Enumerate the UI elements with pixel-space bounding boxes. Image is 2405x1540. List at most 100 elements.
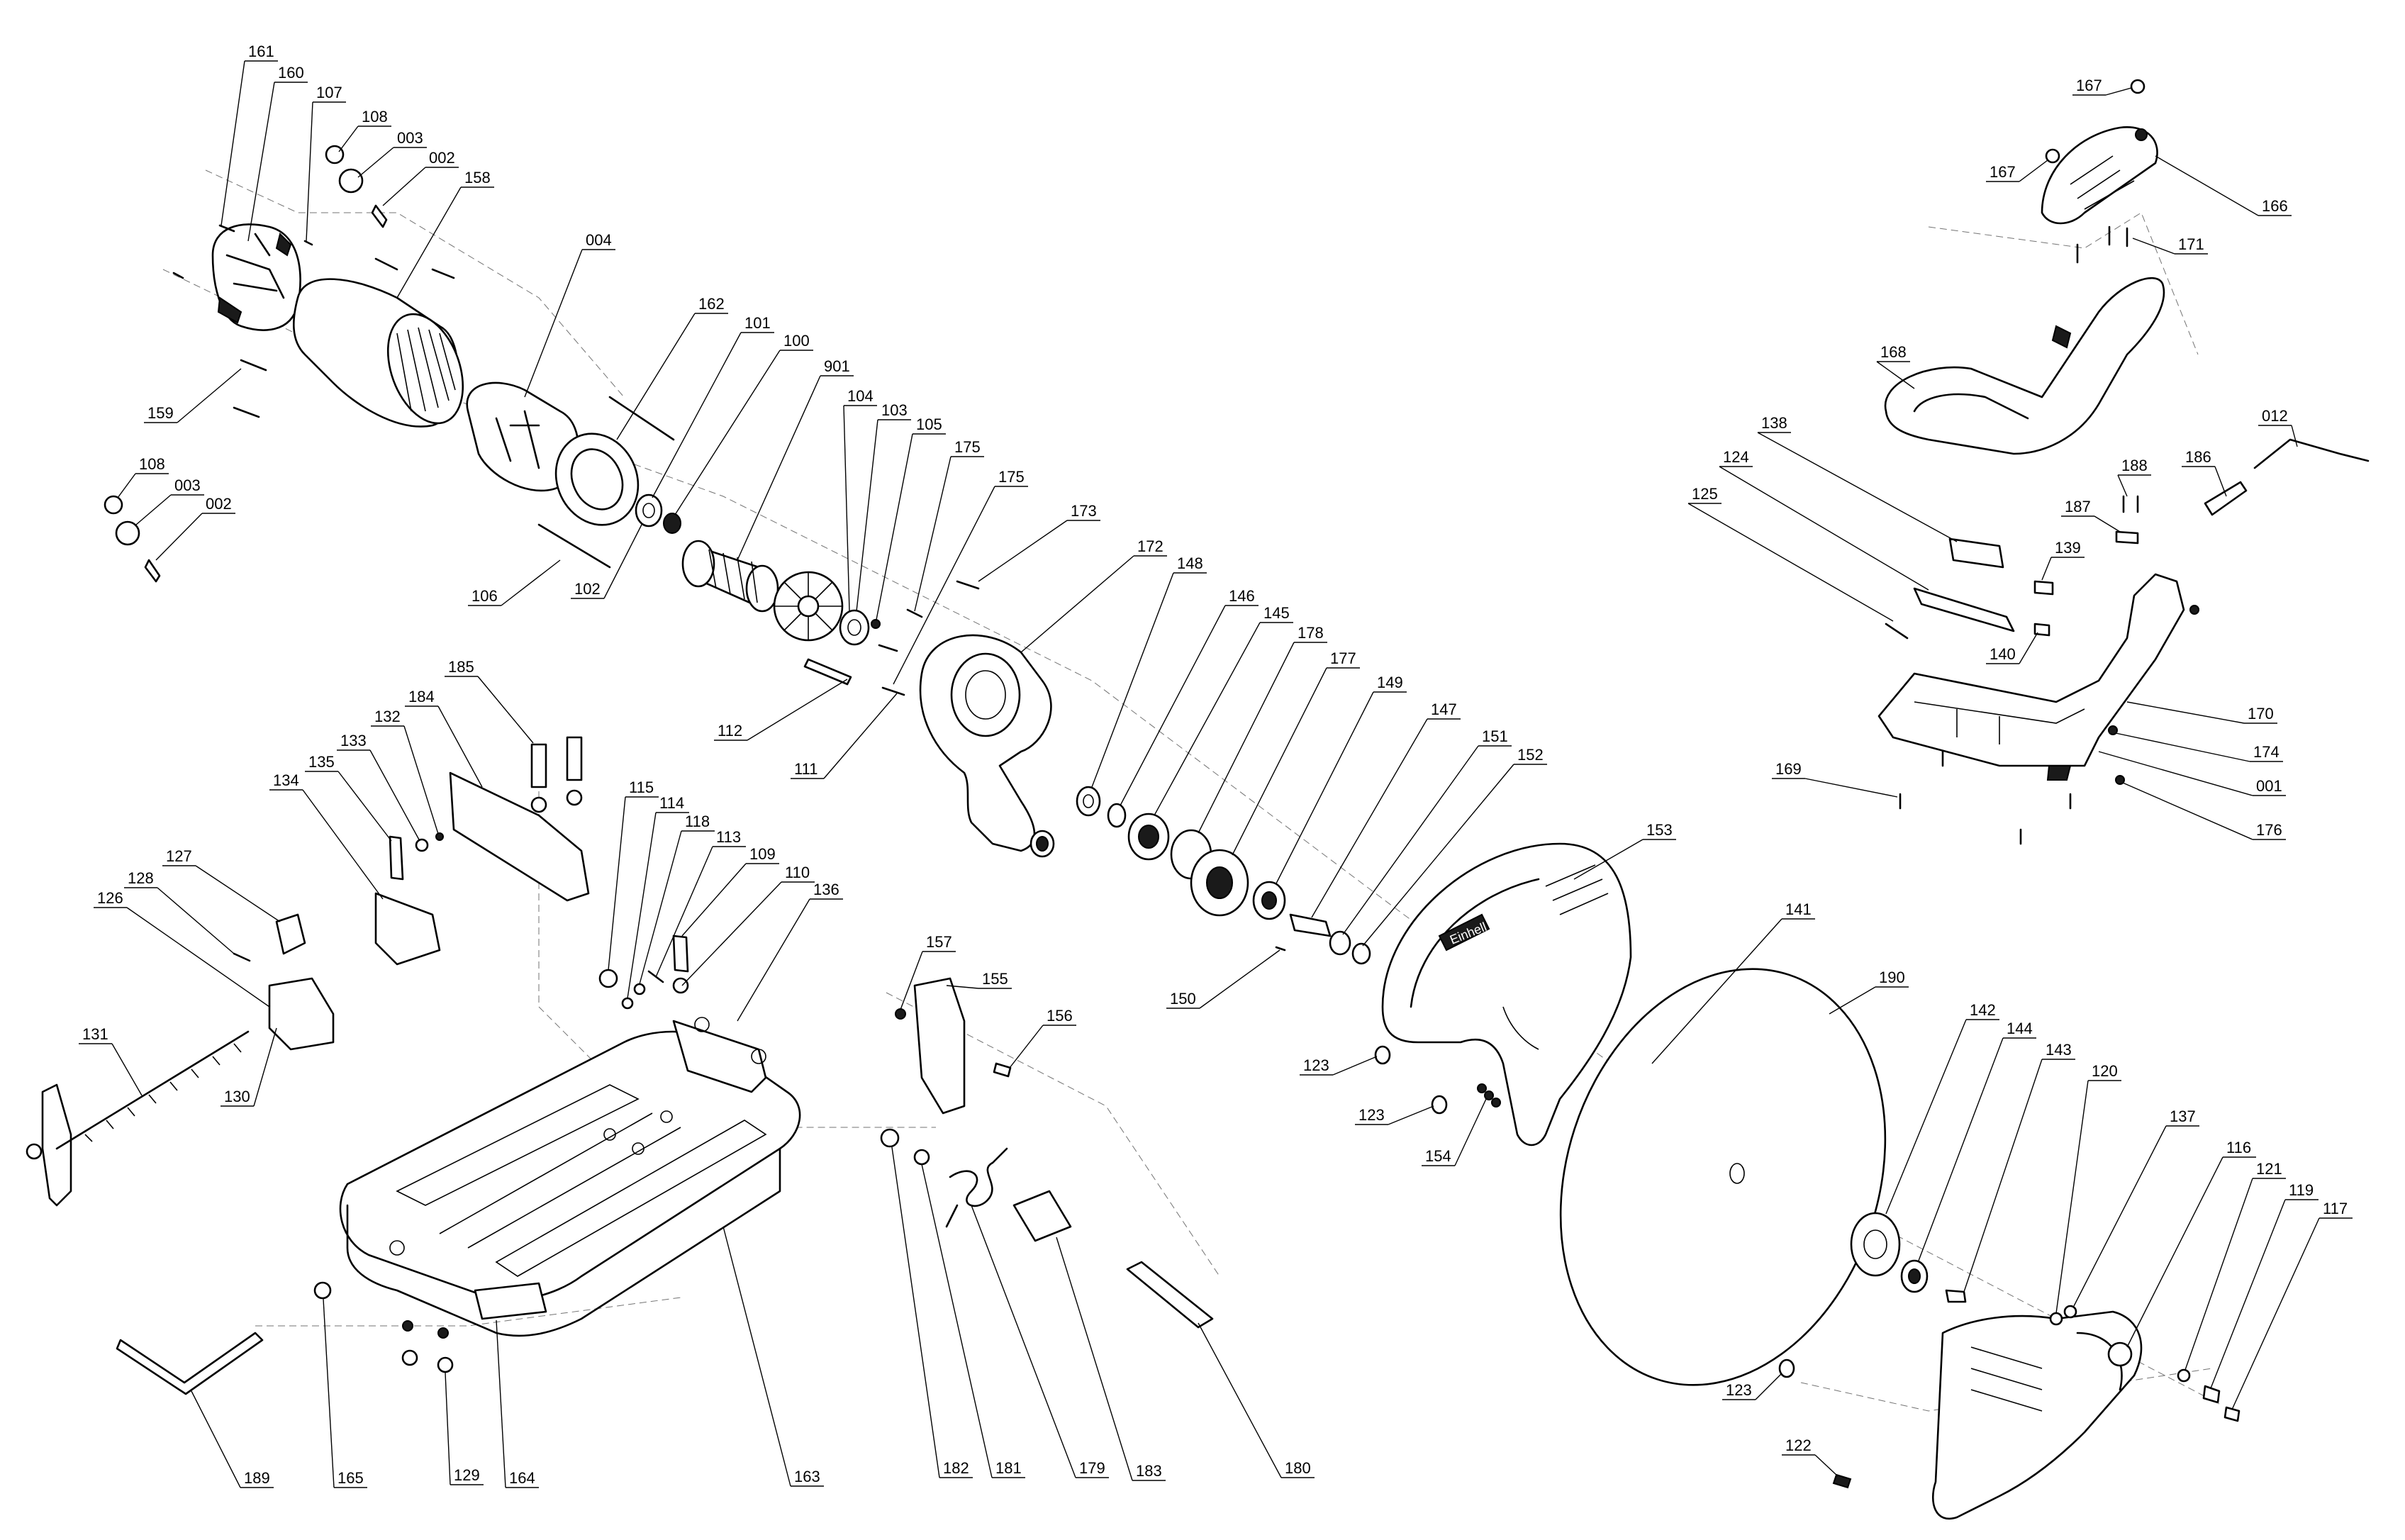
callout-167: 167 bbox=[2072, 77, 2132, 96]
svg-text:103: 103 bbox=[881, 401, 908, 419]
callout-135: 135 bbox=[305, 753, 392, 842]
callout-154: 154 bbox=[1422, 1098, 1487, 1166]
svg-text:002: 002 bbox=[429, 149, 455, 167]
callout-004: 004 bbox=[524, 231, 615, 398]
svg-text:107: 107 bbox=[316, 84, 342, 101]
blade-guard: Einhell bbox=[1381, 842, 1632, 1146]
callout-123: 123 bbox=[1300, 1056, 1378, 1076]
clip bbox=[1832, 1473, 1852, 1489]
callout-166: 166 bbox=[2155, 155, 2292, 216]
callout-153: 153 bbox=[1573, 821, 1676, 880]
svg-text:169: 169 bbox=[1775, 760, 1802, 778]
svg-text:130: 130 bbox=[224, 1088, 250, 1105]
callout-189: 189 bbox=[191, 1390, 274, 1488]
svg-text:104: 104 bbox=[847, 387, 874, 405]
callout-129: 129 bbox=[445, 1372, 484, 1485]
svg-text:118: 118 bbox=[685, 813, 710, 830]
svg-text:166: 166 bbox=[2262, 197, 2288, 215]
svg-text:144: 144 bbox=[2007, 1020, 2033, 1037]
svg-text:101: 101 bbox=[744, 314, 771, 332]
svg-text:111: 111 bbox=[794, 760, 818, 778]
callout-111: 111 bbox=[791, 693, 898, 779]
callout-116: 116 bbox=[2126, 1139, 2256, 1348]
callout-165: 165 bbox=[323, 1298, 367, 1488]
svg-text:172: 172 bbox=[1137, 537, 1164, 555]
svg-text:134: 134 bbox=[273, 771, 299, 789]
callout-169: 169 bbox=[1772, 760, 1898, 798]
callout-121: 121 bbox=[2184, 1160, 2286, 1371]
svg-text:132: 132 bbox=[374, 708, 401, 725]
svg-text:151: 151 bbox=[1482, 727, 1508, 745]
nut bbox=[435, 832, 444, 841]
vise-bracket bbox=[268, 977, 335, 1051]
callout-119: 119 bbox=[2210, 1181, 2318, 1389]
callout-155: 155 bbox=[946, 970, 1012, 989]
callout-177: 177 bbox=[1232, 649, 1360, 856]
screw bbox=[2130, 79, 2145, 94]
bearing bbox=[847, 619, 861, 636]
callout-160: 160 bbox=[247, 64, 308, 242]
svg-text:001: 001 bbox=[2256, 777, 2282, 795]
callout-123b: 123 bbox=[1355, 1105, 1434, 1125]
callout-001: 001 bbox=[2098, 751, 2286, 796]
svg-text:186: 186 bbox=[2185, 448, 2211, 466]
svg-text:189: 189 bbox=[244, 1469, 270, 1487]
callout-117: 117 bbox=[2231, 1200, 2353, 1410]
spring-bushing bbox=[1012, 1190, 1072, 1242]
power-cable bbox=[2253, 438, 2370, 469]
motor-end-cap bbox=[211, 223, 301, 331]
svg-text:176: 176 bbox=[2256, 821, 2282, 839]
switch-lever bbox=[1913, 587, 2015, 632]
svg-text:126: 126 bbox=[97, 889, 123, 907]
pin bbox=[233, 952, 251, 962]
screw bbox=[2045, 148, 2060, 164]
svg-text:004: 004 bbox=[586, 231, 612, 249]
pivot-bracket bbox=[672, 1020, 767, 1093]
callout-137: 137 bbox=[2073, 1107, 2199, 1307]
callout-106: 106 bbox=[468, 559, 561, 606]
callout-188: 188 bbox=[2117, 457, 2151, 497]
callout-150: 150 bbox=[1166, 949, 1280, 1009]
svg-text:156: 156 bbox=[1047, 1007, 1073, 1025]
callout-183: 183 bbox=[1056, 1237, 1166, 1481]
svg-text:135: 135 bbox=[308, 753, 335, 771]
switch-button bbox=[2033, 580, 2054, 596]
svg-text:173: 173 bbox=[1071, 502, 1097, 520]
screws bbox=[2122, 495, 2139, 513]
callout-185: 185 bbox=[445, 658, 534, 744]
svg-text:153: 153 bbox=[1646, 821, 1673, 839]
callout-003: 003 bbox=[357, 129, 427, 178]
callout-173: 173 bbox=[978, 502, 1100, 582]
callout-140: 140 bbox=[1986, 632, 2038, 664]
svg-text:133: 133 bbox=[340, 732, 367, 749]
svg-text:114: 114 bbox=[659, 794, 684, 812]
key bbox=[803, 658, 852, 686]
svg-text:179: 179 bbox=[1079, 1459, 1105, 1477]
callout-002: 002 bbox=[382, 149, 459, 206]
callout-176: 176 bbox=[2122, 782, 2286, 840]
callouts: 161 160 107 108 003 002 158 004 162 101 … bbox=[79, 43, 2353, 1488]
svg-text:120: 120 bbox=[2092, 1062, 2118, 1080]
handle-housing bbox=[1877, 573, 2185, 781]
callout-131: 131 bbox=[79, 1025, 143, 1096]
callout-144: 144 bbox=[1918, 1020, 2036, 1261]
svg-text:002: 002 bbox=[206, 495, 232, 513]
svg-text:159: 159 bbox=[147, 404, 174, 422]
callout-179: 179 bbox=[971, 1205, 1109, 1478]
callout-178: 178 bbox=[1198, 624, 1327, 834]
washer bbox=[913, 1149, 930, 1166]
svg-text:137: 137 bbox=[2170, 1107, 2196, 1125]
seal-ring bbox=[1107, 803, 1127, 828]
bearing bbox=[1083, 794, 1094, 808]
svg-text:146: 146 bbox=[1229, 587, 1255, 605]
callout-139: 139 bbox=[2041, 539, 2085, 581]
svg-text:180: 180 bbox=[1285, 1459, 1311, 1477]
callout-147: 147 bbox=[1311, 701, 1461, 918]
svg-text:123: 123 bbox=[1358, 1106, 1385, 1124]
cable-clamp bbox=[2115, 530, 2139, 545]
svg-text:162: 162 bbox=[698, 295, 725, 313]
bearing bbox=[1261, 891, 1277, 910]
svg-text:109: 109 bbox=[749, 845, 776, 863]
svg-text:182: 182 bbox=[943, 1459, 969, 1477]
circlip bbox=[1351, 942, 1371, 965]
